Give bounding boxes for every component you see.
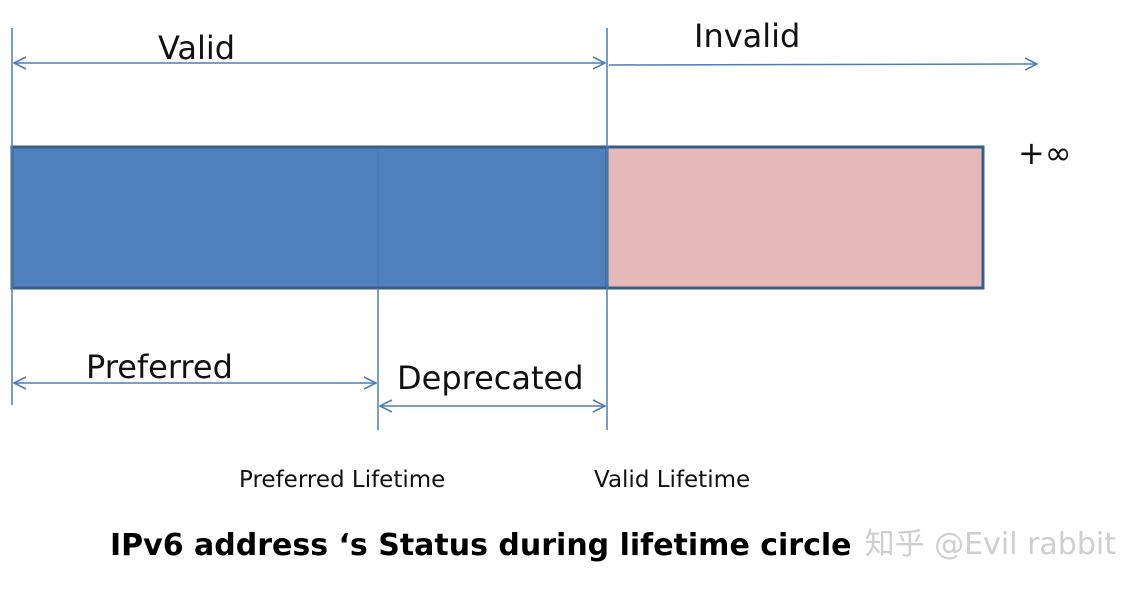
valid-label: Valid xyxy=(158,29,235,67)
watermark: 知乎 @Evil rabbit xyxy=(865,527,1117,562)
invalid-bar xyxy=(605,145,985,290)
valid-bar xyxy=(10,145,609,290)
preferred-label: Preferred xyxy=(86,348,233,386)
invalid-span-arrow xyxy=(608,64,1037,65)
diagram-title: IPv6 address ‘s Status during lifetime c… xyxy=(110,528,852,563)
deprecated-label: Deprecated xyxy=(397,359,584,397)
preferred-lifetime-label: Preferred Lifetime xyxy=(239,467,445,493)
infinity-label: +∞ xyxy=(1018,134,1071,172)
valid-lifetime-label: Valid Lifetime xyxy=(594,467,750,493)
invalid-label: Invalid xyxy=(694,17,800,55)
